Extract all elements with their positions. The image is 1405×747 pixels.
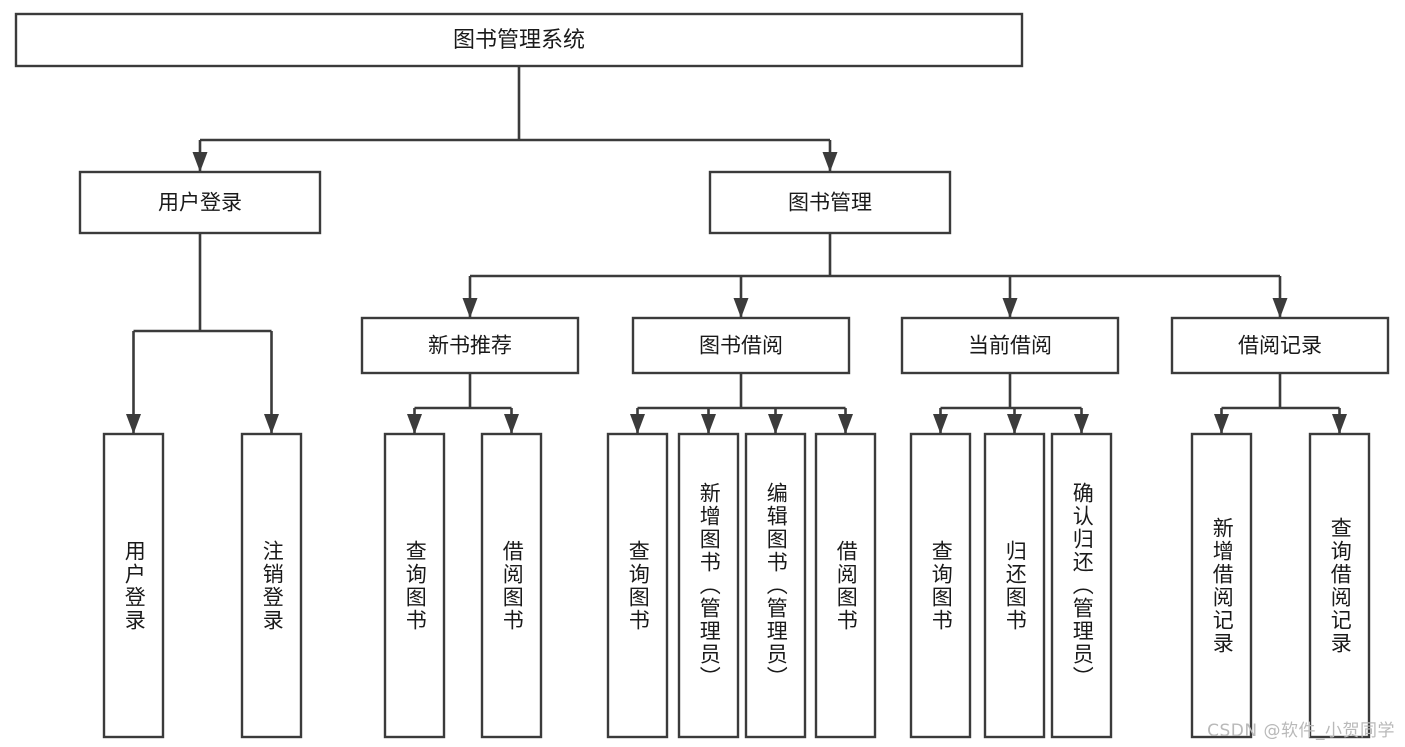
node-leaf-0[interactable] [102,432,165,739]
node-level2-1[interactable] [631,316,851,375]
node-leaf-12[interactable] [1308,432,1371,739]
arrow-down-icon-leaf-0-1 [504,414,519,434]
node-label-level2-2: 当前借阅 [968,334,1052,358]
node-label-level1-0: 用户登录 [158,191,242,215]
node-leaf-1[interactable] [240,432,303,739]
arrow-down-icon-leaf-1-2 [768,414,783,434]
node-leaf-4[interactable] [606,432,669,739]
arrow-down-icon-leaf-1-0 [630,414,645,434]
node-label-level2-3: 借阅记录 [1238,334,1322,358]
node-level2-0[interactable] [360,316,580,375]
arrow-down-icon-leaf-2-1 [1007,414,1022,434]
arrow-down-icon-level2-2 [1002,298,1018,318]
arrow-down-icon-leaf-1-1 [701,414,716,434]
arrow-down-icon-leaf-3-0 [1214,414,1229,434]
node-leaf-10[interactable] [1050,432,1113,739]
node-label-level2-0: 新书推荐 [428,334,512,358]
node-level1-0[interactable] [78,170,322,235]
box-layer [14,12,1390,739]
node-leaf-3[interactable] [480,432,543,739]
arrow-down-icon-level1-0 [192,152,208,172]
watermark-text: CSDN @软件_小贺同学 [1207,721,1395,741]
node-leaf-8[interactable] [909,432,972,739]
node-leaf-9[interactable] [983,432,1046,739]
connector-layer [126,66,1347,434]
arrow-down-icon-level2-1 [733,298,749,318]
arrow-down-icon-leaf-1-3 [838,414,853,434]
node-level2-2[interactable] [900,316,1120,375]
node-level1-1[interactable] [708,170,952,235]
arrow-down-icon-user-leaf-0 [126,414,141,434]
node-label-root: 图书管理系统 [453,28,585,53]
node-leaf-5[interactable] [677,432,740,739]
arrow-down-icon-leaf-3-1 [1332,414,1347,434]
node-leaf-6[interactable] [744,432,807,739]
arrow-down-icon-user-leaf-1 [264,414,279,434]
node-leaf-7[interactable] [814,432,877,739]
node-label-level1-1: 图书管理 [788,191,872,215]
arrow-down-icon-leaf-2-0 [933,414,948,434]
arrow-down-icon-level2-3 [1272,298,1288,318]
node-root-book-management-system[interactable] [14,12,1024,68]
arrow-down-icon-level2-0 [462,298,478,318]
node-level2-3[interactable] [1170,316,1390,375]
node-label-level2-1: 图书借阅 [699,334,783,358]
node-leaf-2[interactable] [383,432,446,739]
arrow-down-icon-level1-1 [822,152,838,172]
arrow-down-icon-leaf-0-0 [407,414,422,434]
arrow-down-icon-leaf-2-2 [1074,414,1089,434]
node-leaf-11[interactable] [1190,432,1253,739]
